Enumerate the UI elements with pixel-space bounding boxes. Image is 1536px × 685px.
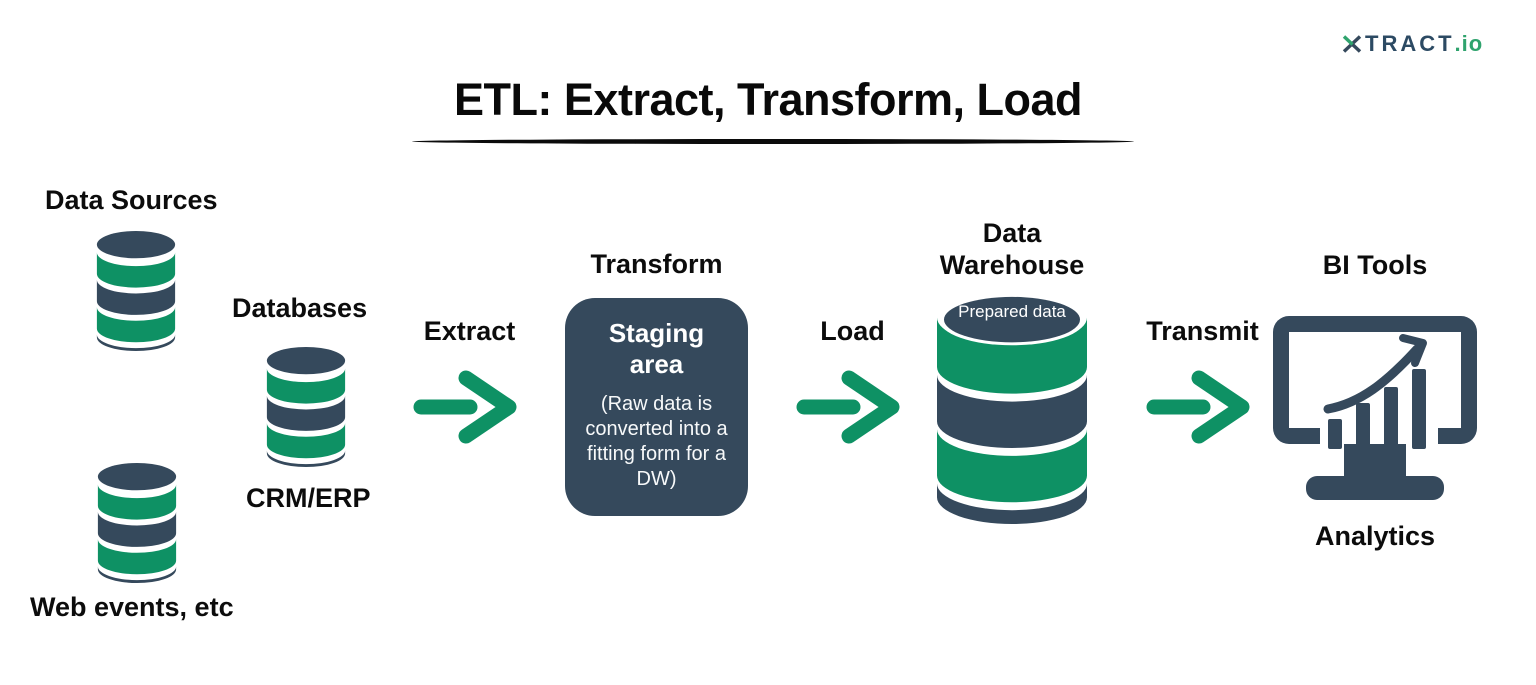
arrow-right-icon-extract bbox=[413, 370, 517, 444]
data-warehouse-label: Data Warehouse bbox=[939, 218, 1085, 280]
staging-area-title: Staging area bbox=[608, 318, 705, 380]
x-glyph-icon bbox=[1342, 35, 1362, 53]
web-events-label: Web events, etc bbox=[30, 592, 234, 622]
extract-label: Extract bbox=[423, 316, 516, 346]
arrow-right-icon-load bbox=[796, 370, 900, 444]
staging-area-box: Staging area (Raw data is converted into… bbox=[565, 298, 748, 516]
load-label: Load bbox=[820, 316, 885, 346]
data-sources-heading: Data Sources bbox=[45, 185, 218, 215]
analytics-label: Analytics bbox=[1314, 521, 1436, 551]
database-icon-web bbox=[97, 462, 177, 584]
staging-area-description: (Raw data is converted into a fitting fo… bbox=[585, 393, 728, 491]
database-icon-crm bbox=[266, 346, 346, 468]
transmit-label: Transmit bbox=[1146, 316, 1259, 346]
databases-label: Databases bbox=[232, 293, 368, 323]
arrow-right-icon-transmit bbox=[1146, 370, 1250, 444]
data-warehouse-cylinder-icon bbox=[937, 293, 1087, 525]
prepared-data-label: Prepared data bbox=[958, 302, 1066, 321]
bi-monitor-chart-icon bbox=[1273, 316, 1477, 500]
title-underline bbox=[412, 139, 1134, 144]
page-title: ETL: Extract, Transform, Load bbox=[453, 74, 1083, 125]
bi-tools-label: BI Tools bbox=[1322, 250, 1428, 280]
crm-erp-label: CRM/ERP bbox=[246, 483, 371, 513]
brand-logo: TRACT.io bbox=[1341, 31, 1483, 57]
transform-label: Transform bbox=[590, 249, 723, 279]
logo-suffix: .io bbox=[1454, 31, 1484, 56]
database-icon-sources bbox=[96, 230, 176, 352]
logo-text: TRACT bbox=[1365, 31, 1455, 56]
